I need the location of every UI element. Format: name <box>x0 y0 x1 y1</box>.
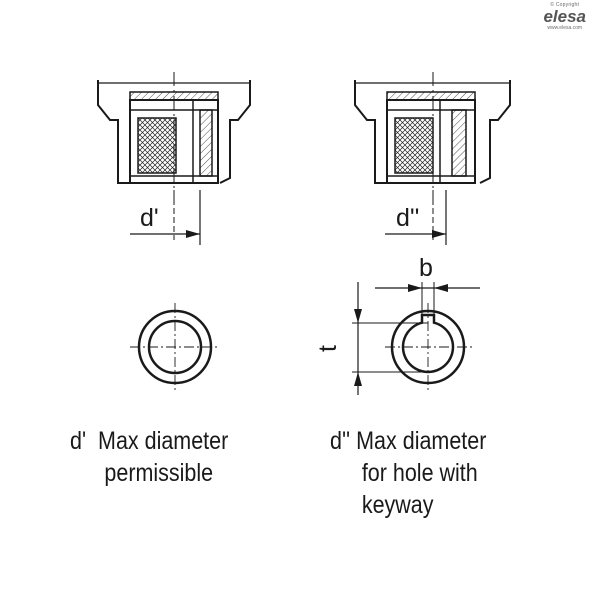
dim-label-d-single: d' <box>140 204 159 232</box>
dim-label-t: t <box>314 345 342 352</box>
caption-right-text1: Max diameter <box>356 427 487 455</box>
elesa-logo: © Copyright elesa www.elesa.com <box>543 2 586 31</box>
caption-left-line2: permissible <box>104 459 214 487</box>
caption-right: d'' Max diameter for hole with keyway <box>330 425 486 521</box>
left-end-view <box>130 303 220 392</box>
caption-left-line1: d' Max diameter <box>70 425 228 457</box>
right-end-view <box>352 282 480 395</box>
right-section-view <box>354 72 511 245</box>
caption-right-line2: for hole with <box>361 459 478 487</box>
logo-copyright: © Copyright <box>550 2 580 8</box>
caption-left: d' Max diameter permissible <box>70 425 228 489</box>
caption-right-symbol: d'' <box>330 427 351 455</box>
caption-left-text1: Max diameter <box>98 427 229 455</box>
caption-right-line1: d'' Max diameter <box>330 425 486 457</box>
dim-label-d-double: d'' <box>396 204 419 232</box>
caption-right-line3: keyway <box>361 491 434 519</box>
caption-left-symbol: d' <box>70 427 87 455</box>
dim-label-b: b <box>419 254 433 282</box>
left-section-view <box>97 72 251 245</box>
logo-url: www.elesa.com <box>547 25 583 31</box>
logo-brand: elesa <box>543 7 586 26</box>
